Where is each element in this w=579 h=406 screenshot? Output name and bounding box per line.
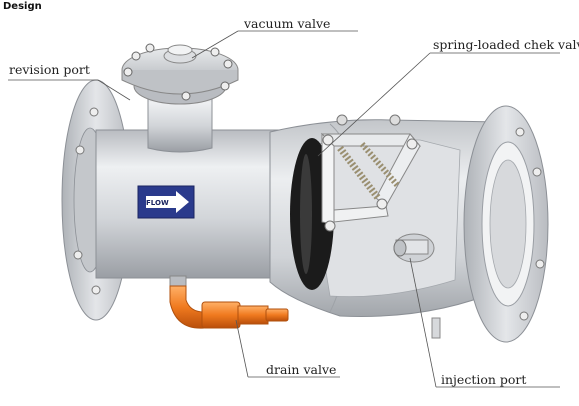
flow-plate-text: FLOW (146, 199, 169, 207)
label-injection-port: injection port (441, 372, 527, 387)
diagram-title: Design (3, 1, 42, 12)
label-check-valve: spring-loaded chek valve (433, 37, 579, 52)
drain-valve (169, 275, 289, 329)
injection-port (393, 233, 441, 339)
label-revision-port: revision port (9, 62, 90, 77)
right-flange (463, 105, 549, 343)
label-drain-valve: drain valve (266, 362, 337, 377)
label-vacuum-valve: vacuum valve (244, 16, 331, 31)
spring-mechanism (320, 114, 422, 232)
flow-plate (137, 185, 195, 219)
vacuum-valve (121, 43, 239, 153)
leader-lines (8, 30, 560, 388)
